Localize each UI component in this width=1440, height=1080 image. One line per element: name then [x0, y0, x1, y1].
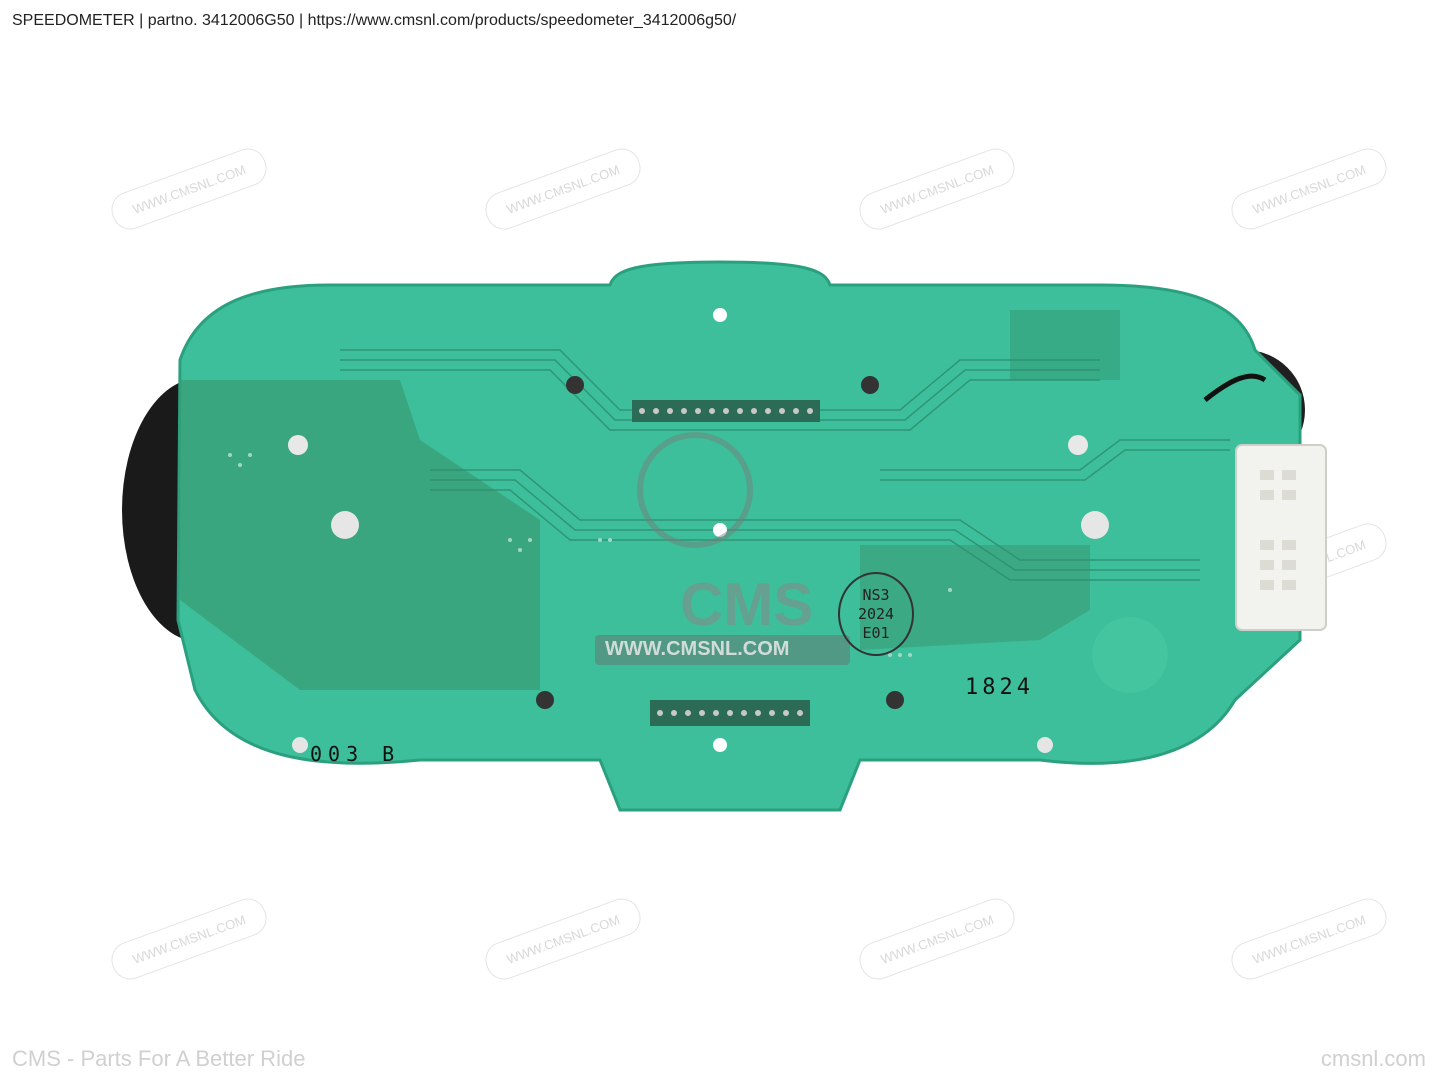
footer-site: cmsnl.com — [1320, 1046, 1426, 1071]
stamp-line-3: E01 — [862, 623, 890, 642]
pcb-right-zone — [860, 545, 1090, 650]
pcb-traces — [340, 349, 1230, 581]
cms-logo-text: CMS — [680, 571, 814, 638]
board-code-003b: 003 B — [310, 742, 401, 766]
wire-connector — [1235, 444, 1327, 631]
footer-tagline: CMS - Parts For A Better Ride — [12, 1046, 306, 1071]
page-caption: SPEEDOMETER | partno. 3412006G50 | https… — [12, 12, 737, 29]
stamp-line-1: NS3 — [862, 585, 890, 604]
wire-connector-slots — [1260, 470, 1296, 590]
stamp-line-2: 2024 — [857, 604, 895, 623]
inspection-stamp: NS3 2024 E01 — [838, 572, 914, 656]
black-wire — [1203, 373, 1267, 402]
screw-holes — [288, 308, 1168, 753]
cms-logo-url: WWW.CMSNL.COM — [605, 638, 790, 660]
board-code-1824: 1824 — [965, 675, 1034, 700]
pin-header-pins — [639, 408, 813, 716]
pcb-left-zone — [180, 380, 540, 690]
cms-logo-watermark — [595, 432, 850, 665]
pcb-top-right-zone — [1010, 310, 1120, 380]
component-pads — [228, 453, 952, 657]
